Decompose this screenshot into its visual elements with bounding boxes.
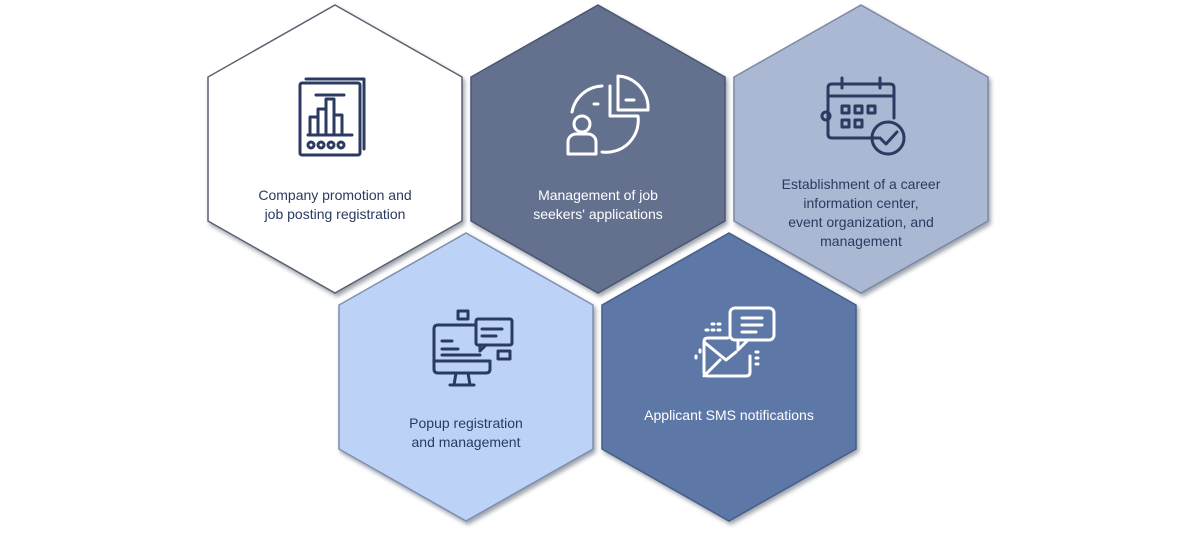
hexagon-label-company-promotion: Company promotion and job posting regist… <box>258 187 412 222</box>
report-chart-icon <box>290 75 380 165</box>
hexagon-label-sms-notifications: Applicant SMS notifications <box>644 407 814 423</box>
hexagon-popup-registration <box>338 232 594 522</box>
hexagon-label-applications-management: Management of job seekers' applications <box>533 187 663 222</box>
hexagon-company-promotion <box>207 4 463 294</box>
hexagon-applications-management <box>470 4 726 294</box>
sms-message-icon <box>690 300 780 390</box>
hexagon-career-center <box>733 4 989 294</box>
calendar-check-icon <box>818 72 908 162</box>
hexagon-label-career-center: Establishment of a career information ce… <box>781 176 941 249</box>
hexagon-label-popup-registration: Popup registration and management <box>409 415 523 450</box>
applicant-pie-chart-icon <box>560 72 650 162</box>
monitor-popup-icon <box>424 305 514 395</box>
